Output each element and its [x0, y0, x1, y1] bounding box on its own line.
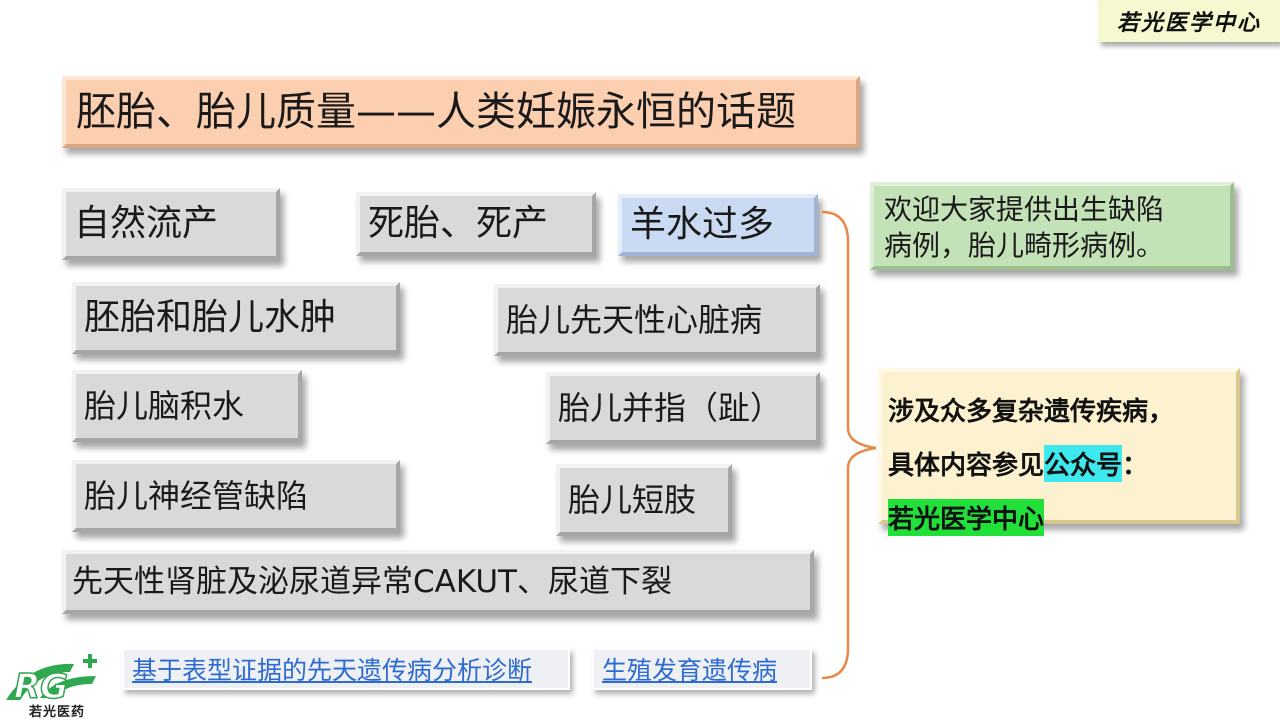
logo-mark-text: RG	[14, 667, 68, 707]
contribution-note: 欢迎大家提供出生缺陷 病例，胎儿畸形病例。	[870, 182, 1234, 270]
link-phenotype-diagnosis-text[interactable]: 基于表型证据的先天遗传病分析诊断	[132, 656, 533, 685]
brand-badge: 若光医学中心	[1098, 0, 1280, 42]
item-polyhydramnios: 羊水过多	[618, 194, 818, 256]
rg-logo-icon: RG	[6, 654, 97, 708]
page-title: 胚胎、胎儿质量——人类妊娠永恒的话题	[62, 76, 860, 148]
item-heart-disease: 胎儿先天性心脏病	[494, 284, 820, 356]
brand-text: 若光医学中心	[1116, 10, 1261, 36]
wechat-account-highlight: 公众号	[1044, 444, 1123, 482]
item-short-limb: 胎儿短肢	[556, 464, 732, 536]
item-cakut: 先天性肾脏及泌尿道异常CAKUT、尿道下裂	[62, 550, 814, 614]
item-hydrocephalus: 胎儿脑积水	[72, 370, 302, 442]
item-stillbirth: 死胎、死产	[356, 192, 596, 256]
reference-note-line3: 若光医学中心	[888, 490, 1236, 544]
link-reproductive-genetics-text[interactable]: 生殖发育遗传病	[602, 656, 778, 685]
item-neural-tube: 胎儿神经管缺陷	[72, 460, 400, 532]
link-reproductive-genetics[interactable]: 生殖发育遗传病	[592, 648, 812, 690]
center-name-highlight: 若光医学中心	[888, 498, 1045, 536]
contribution-note-line1: 欢迎大家提供出生缺陷	[884, 193, 1165, 226]
reference-note-line2: 具体内容参见公众号：	[888, 436, 1236, 490]
item-hydrops: 胚胎和胎儿水肿	[72, 282, 400, 354]
item-syndactyly: 胎儿并指（趾）	[546, 372, 820, 444]
reference-note-line1: 涉及众多复杂遗传疾病，	[888, 396, 1175, 427]
link-phenotype-diagnosis[interactable]: 基于表型证据的先天遗传病分析诊断	[122, 648, 570, 690]
contribution-note-line2: 病例，胎儿畸形病例。	[884, 229, 1165, 262]
logo-name: 若光医药	[28, 705, 85, 720]
item-natural-abortion: 自然流产	[62, 188, 280, 260]
reference-note: 涉及众多复杂遗传疾病， 具体内容参见公众号： 若光医学中心	[878, 368, 1240, 536]
